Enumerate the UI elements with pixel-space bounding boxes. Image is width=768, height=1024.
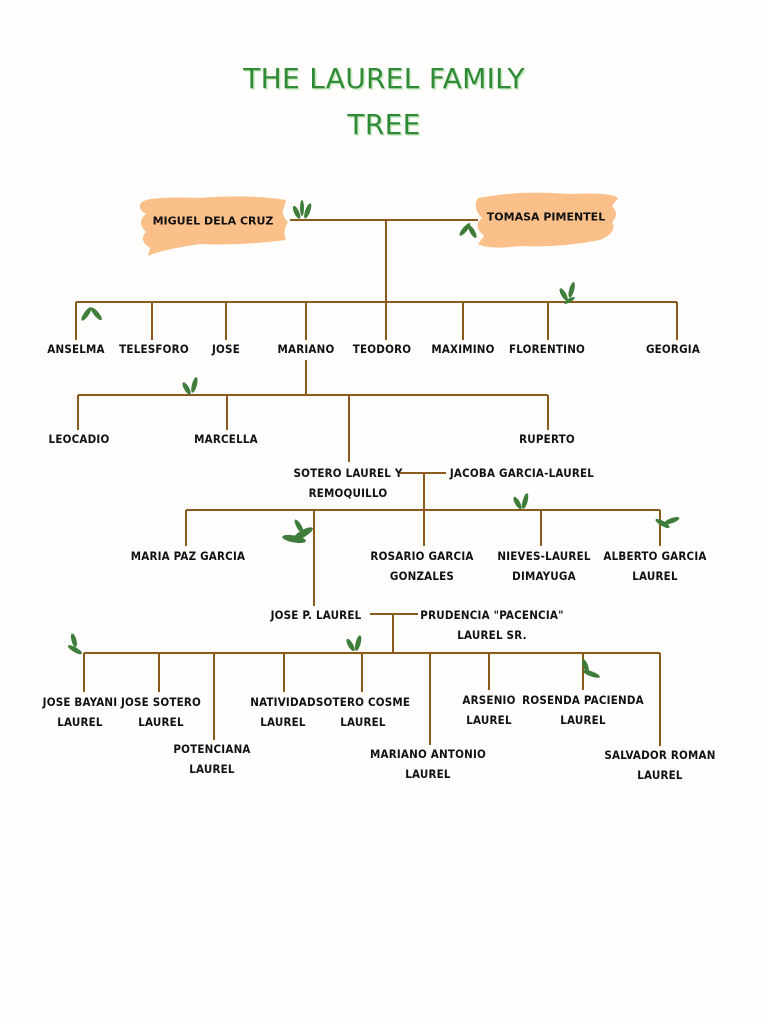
root-miguel-dela-cruz: MIGUEL DELA CRUZ <box>152 214 274 228</box>
node-arsenio-line-2: LAUREL <box>466 713 512 727</box>
node-jose-bayani-laurel: JOSE BAYANI LAUREL <box>43 692 118 732</box>
leaf-icon <box>513 493 529 510</box>
node-marcella: MARCELLA <box>194 432 258 446</box>
node-bayani-line-2: LAUREL <box>57 715 103 729</box>
node-rosario-line-1: ROSARIO GARCIA <box>370 549 474 563</box>
node-sotero-cosme-laurel: SOTERO COSME LAUREL <box>316 692 410 732</box>
node-florentino: FLORENTINO <box>508 342 586 356</box>
node-rosenda-pacienda-laurel: ROSENDA PACIENDA LAUREL <box>522 690 644 730</box>
node-rosario-line-2: GONZALES <box>389 569 455 583</box>
leaf-icon <box>182 377 198 395</box>
node-cosme-line-1: SOTERO COSME <box>315 695 411 709</box>
root-tomasa-pimentel: TOMASA PIMENTEL <box>486 210 606 224</box>
leaf-decorations <box>67 200 680 678</box>
node-mariano-antonio-line-1: MARIANO ANTONIO <box>370 747 486 761</box>
title-line-1: THE LAUREL FAMILY <box>243 62 525 95</box>
title-line-2: TREE <box>347 108 421 141</box>
node-potenciana-line-2: LAUREL <box>189 762 235 776</box>
root-brush-right <box>475 192 618 248</box>
node-potenciana-line-1: POTENCIANA <box>173 742 251 756</box>
node-telesforo: TELESFORO <box>119 342 189 356</box>
node-natividad-line-1: NATIVIDAD <box>250 695 316 709</box>
node-maria-paz-garcia: MARIA PAZ GARCIA <box>130 549 246 563</box>
leaf-icon <box>655 517 680 529</box>
node-sotero-laurel: SOTERO LAUREL Y REMOQUILLO <box>293 463 402 503</box>
node-alberto-line-1: ALBERTO GARCIA <box>603 549 707 563</box>
leaf-icon <box>282 519 313 543</box>
node-nieves-line-1: NIEVES-LAUREL <box>497 549 591 563</box>
node-nieves-line-2: DIMAYUGA <box>512 569 576 583</box>
node-mariano-antonio-laurel: MARIANO ANTONIO LAUREL <box>370 744 486 784</box>
node-jacoba-garcia-laurel: JACOBA GARCIA-LAUREL <box>449 466 595 480</box>
leaf-icon <box>67 633 83 655</box>
node-alberto-garcia-laurel: ALBERTO GARCIA LAUREL <box>603 546 706 586</box>
node-georgia: GEORGIA <box>645 342 701 356</box>
leaf-icon <box>346 635 362 652</box>
leaf-icon <box>559 282 575 304</box>
node-jose-sotero-laurel: JOSE SOTERO LAUREL <box>121 692 201 732</box>
root-brush-left <box>139 196 288 256</box>
leaf-icon <box>582 659 600 678</box>
node-alberto-line-2: LAUREL <box>632 569 678 583</box>
node-cosme-line-2: LAUREL <box>340 715 386 729</box>
node-leocadio: LEOCADIO <box>48 432 110 446</box>
node-jose-sotero-line-1: JOSE SOTERO <box>120 695 202 709</box>
node-potenciana-laurel: POTENCIANA LAUREL <box>173 739 250 779</box>
node-prudencia-laurel: PRUDENCIA "PACENCIA" LAUREL SR. <box>420 605 563 645</box>
node-mariano: MARIANO <box>277 342 335 356</box>
node-jose: JOSE <box>212 342 240 356</box>
node-natividad-line-2: LAUREL <box>260 715 306 729</box>
node-prudencia-line-2: LAUREL SR. <box>457 628 527 642</box>
node-rosario-garcia-gonzales: ROSARIO GARCIA GONZALES <box>370 546 473 586</box>
leaf-icon <box>81 307 102 321</box>
node-teodoro: TEODORO <box>352 342 412 356</box>
node-arsenio-laurel: ARSENIO LAUREL <box>462 690 515 730</box>
node-ruperto: RUPERTO <box>519 432 575 446</box>
node-salvador-roman-laurel: SALVADOR ROMAN LAUREL <box>604 745 715 785</box>
node-jose-sotero-line-2: LAUREL <box>138 715 184 729</box>
node-nieves-laurel-dimayuga: NIEVES-LAUREL DIMAYUGA <box>497 546 590 586</box>
node-salvador-line-1: SALVADOR ROMAN <box>604 748 716 762</box>
node-rosenda-line-1: ROSENDA PACIENDA <box>522 693 644 707</box>
node-bayani-line-1: JOSE BAYANI <box>42 695 118 709</box>
node-salvador-line-2: LAUREL <box>637 768 683 782</box>
leaf-icon <box>459 223 477 238</box>
node-jose-p-laurel: JOSE P. LAUREL <box>270 608 362 622</box>
node-sotero-line-1: SOTERO LAUREL Y <box>293 466 403 480</box>
node-sotero-line-2: REMOQUILLO <box>308 486 388 500</box>
node-maximino: MAXIMINO <box>431 342 495 356</box>
node-prudencia-line-1: PRUDENCIA "PACENCIA" <box>420 608 564 622</box>
leaf-icon <box>292 200 312 219</box>
node-mariano-antonio-line-2: LAUREL <box>405 767 451 781</box>
node-arsenio-line-1: ARSENIO <box>462 693 516 707</box>
node-natividad-laurel: NATIVIDAD LAUREL <box>250 692 316 732</box>
connector-lines <box>75 219 678 746</box>
node-anselma: ANSELMA <box>47 342 105 356</box>
node-rosenda-line-2: LAUREL <box>560 713 606 727</box>
